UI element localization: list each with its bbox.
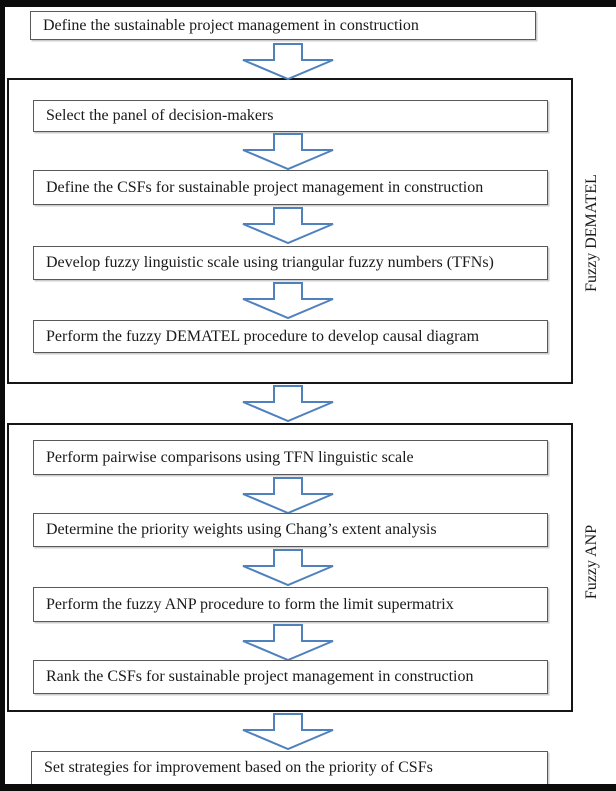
step-define-sustainable-pm: Define the sustainable project managemen… (30, 11, 536, 40)
step-select-panel: Select the panel of decision-makers (33, 100, 548, 132)
step-rank-csfs: Rank the CSFs for sustainable project ma… (33, 660, 548, 694)
step-define-csfs: Define the CSFs for sustainable project … (33, 170, 548, 205)
fuzzy-anp-group-box (7, 423, 573, 712)
step-pairwise-comparisons: Perform pairwise comparisons using TFN l… (33, 440, 548, 475)
down-arrow-icon (242, 43, 334, 81)
step-set-strategies: Set strategies for improvement based on … (31, 751, 548, 785)
step-perform-dematel: Perform the fuzzy DEMATEL procedure to d… (33, 320, 548, 353)
step-anp-supermatrix: Perform the fuzzy ANP procedure to form … (33, 587, 548, 622)
step-priority-weights: Determine the priority weights using Cha… (33, 513, 548, 547)
down-arrow-icon (242, 477, 334, 515)
down-arrow-icon (242, 549, 334, 587)
down-arrow-icon (242, 624, 334, 662)
step-develop-fuzzy-scale: Develop fuzzy linguistic scale using tri… (33, 246, 548, 280)
down-arrow-icon (242, 207, 334, 245)
down-arrow-icon (242, 385, 334, 423)
scan-border-top (0, 0, 616, 7)
down-arrow-icon (242, 713, 334, 751)
scan-border-bottom (0, 784, 616, 791)
down-arrow-icon (242, 282, 334, 320)
fuzzy-anp-side-label: Fuzzy ANP (583, 524, 600, 600)
down-arrow-icon (242, 133, 334, 171)
scan-border-left (0, 0, 5, 791)
fuzzy-dematel-side-label: Fuzzy DEMATEL (583, 174, 600, 292)
